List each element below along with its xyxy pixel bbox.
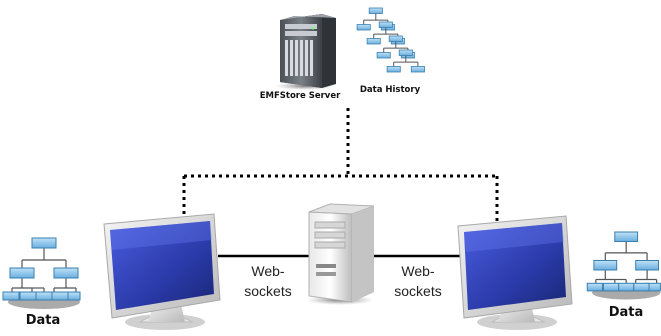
websockets-right-line1: Web- [401, 263, 435, 279]
tower-server-icon [275, 14, 336, 90]
left-network-tree-icon [2, 237, 81, 309]
left-monitor-icon [103, 213, 221, 330]
right-monitor-icon [457, 215, 573, 330]
dotted-connectors [182, 108, 499, 225]
right-network-tree-icon [586, 231, 661, 300]
websockets-right-label: Web- sockets [394, 263, 441, 299]
data-label-right: Data [609, 305, 644, 320]
websockets-left-line2: sockets [244, 283, 291, 299]
middle-tower-server-icon [306, 203, 375, 305]
websockets-right-line2: sockets [394, 283, 441, 299]
data-label-left: Data [26, 313, 61, 328]
websockets-left-label: Web- sockets [244, 263, 291, 299]
stacked-diagrams-icon [356, 7, 425, 73]
server-label: EMFStore Server [260, 91, 341, 101]
history-label: Data History [360, 85, 421, 95]
websockets-left-line1: Web- [251, 263, 285, 279]
